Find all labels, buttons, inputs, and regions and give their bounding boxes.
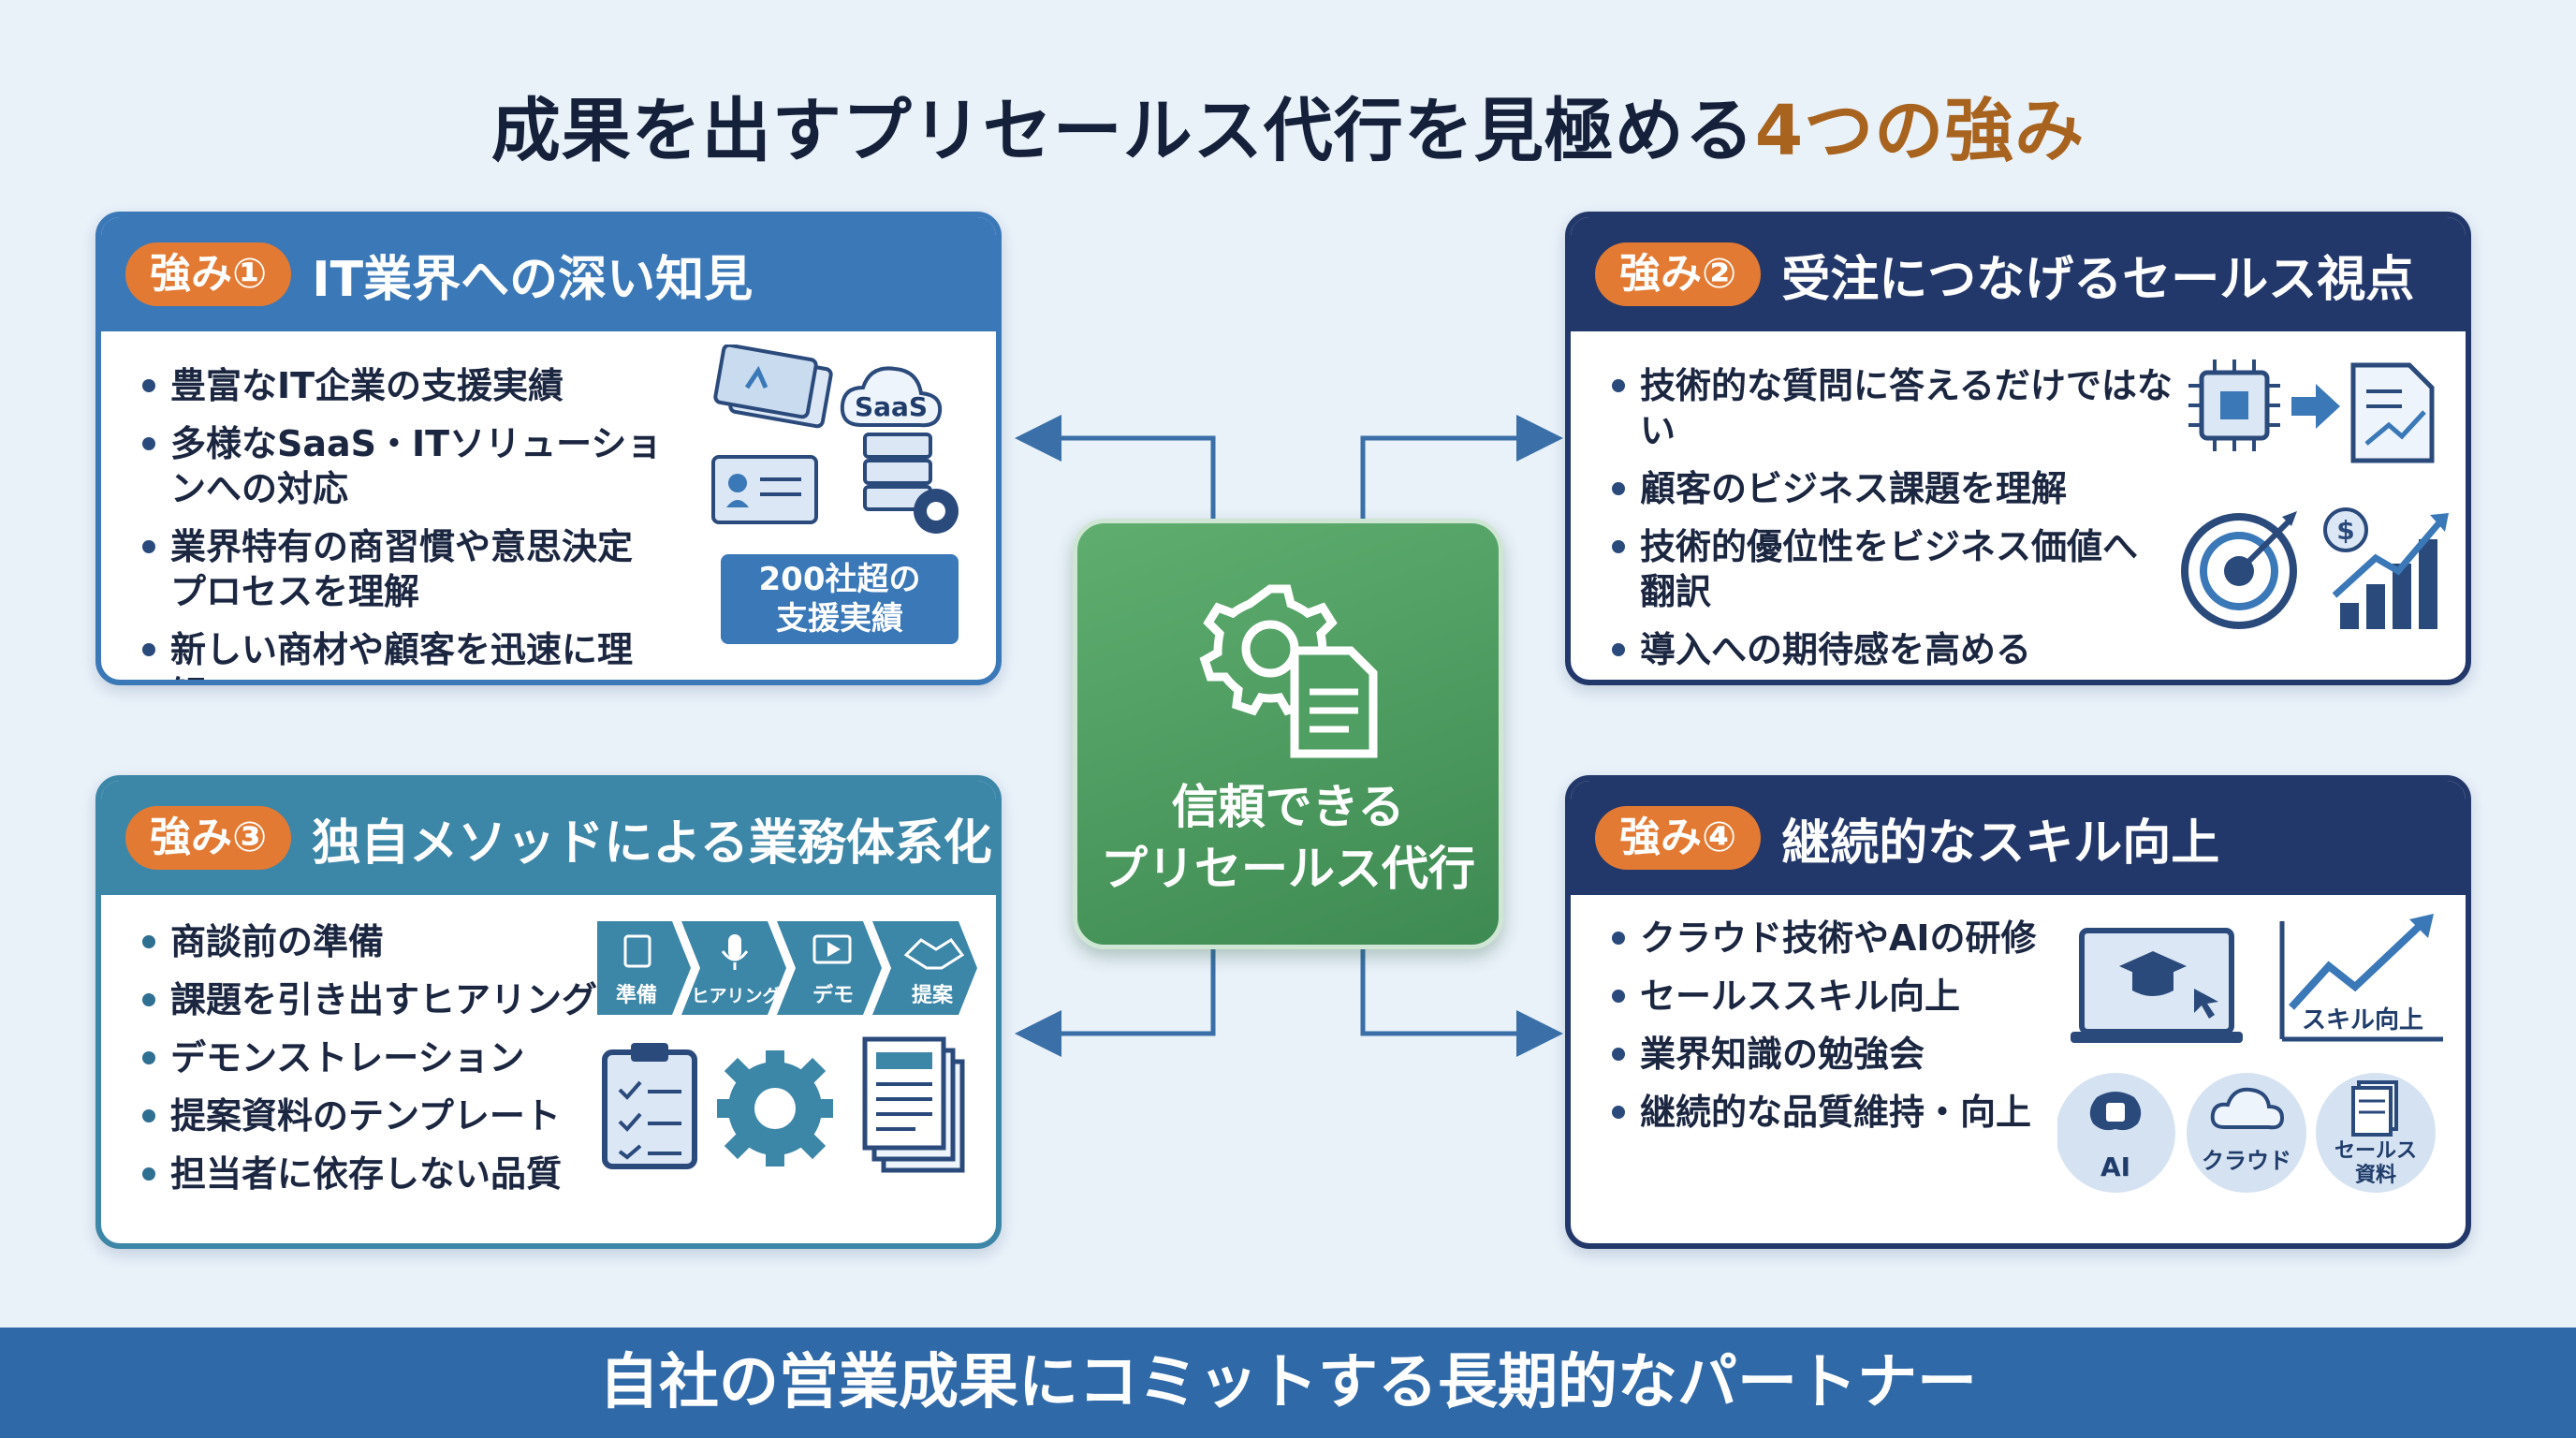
docs-label-2: 資料 <box>2355 1163 2396 1187</box>
item-list: 商談前の準備 課題を引き出すヒアリング デモンストレーション 提案資料のテンプレ… <box>142 919 666 1210</box>
target-icon <box>2181 511 2297 629</box>
document-stack-icon <box>713 345 833 429</box>
stat-box: 200社超の 支援実績 <box>721 554 959 644</box>
footer-banner: 自社の営業成果にコミットする長期的なパートナー <box>0 1328 2576 1438</box>
card-title: 継続的なスキル向上 <box>1781 814 2220 872</box>
list-item: 継続的な品質維持・向上 <box>1612 1090 2136 1135</box>
step-label: 提案 <box>912 983 954 1007</box>
item-list: 技術的な質問に答えるだけではない 顧客のビジネス課題を理解 技術的優位性をビジネ… <box>1612 363 2192 680</box>
center-label: 信頼できる プリセールス代行 <box>1077 776 1499 900</box>
center-hub: 信頼できる プリセールス代行 <box>1073 519 1503 949</box>
strength-card-4: 強み④ 継続的なスキル向上 クラウド技術やAIの研修 セールススキル向上 業界知… <box>1565 775 2471 1249</box>
handshake-icon <box>903 937 965 970</box>
card-body: 技術的な質問に答えるだけではない 顧客のビジネス課題を理解 技術的優位性をビジネ… <box>1571 331 2466 680</box>
step-label: デモ <box>812 983 854 1007</box>
microphone-icon <box>728 934 741 959</box>
center-line-1: 信頼できる <box>1171 780 1405 834</box>
card-header: 強み④ 継続的なスキル向上 <box>1571 781 2466 895</box>
card-body: クラウド技術やAIの研修 セールススキル向上 業界知識の勉強会 継続的な品質維持… <box>1571 895 2466 1243</box>
list-item: 新しい商材や顧客を迅速に理解 <box>142 627 666 680</box>
item-list: クラウド技術やAIの研修 セールススキル向上 業界知識の勉強会 継続的な品質維持… <box>1612 916 2136 1148</box>
card-header: 強み③ 独自メソッドによる業務体系化 <box>101 781 996 895</box>
chip-icon <box>2188 360 2280 451</box>
docs-label-1: セールス <box>2334 1139 2417 1163</box>
checklist-icon <box>623 934 651 968</box>
card-body: 豊富なIT企業の支援実績 多様なSaaS・ITソリューションへの対応 業界特有の… <box>101 331 996 680</box>
card-body: 商談前の準備 課題を引き出すヒアリング デモンストレーション 提案資料のテンプレ… <box>101 895 996 1243</box>
list-item: デモンストレーション <box>142 1035 666 1080</box>
list-item: 多様なSaaS・ITソリューションへの対応 <box>142 421 666 511</box>
arrow-to-card-4 <box>1360 949 1563 1057</box>
arrow-to-card-3 <box>1015 949 1216 1057</box>
rising-chart-icon: スキル向上 <box>2279 914 2443 1042</box>
list-item: 豊富なIT企業の支援実績 <box>142 363 666 408</box>
card-3-icons: 準備 ヒアリング デモ 提案 <box>597 921 977 1173</box>
strength-badge: 強み③ <box>125 806 292 870</box>
list-item: 導入への期待感を高める <box>1612 627 2192 672</box>
arrow-to-card-2 <box>1360 415 1563 519</box>
files-icon: セールス 資料 <box>2316 1073 2436 1193</box>
list-item: 担当者に依存しない品質 <box>142 1152 666 1196</box>
title-accent: 4つの強み <box>1754 91 2086 171</box>
saas-cloud-icon: SaaS <box>840 366 943 428</box>
list-item: 顧客のビジネス課題を理解 <box>1612 466 2192 511</box>
process-steps: 準備 ヒアリング デモ 提案 <box>597 921 977 1015</box>
title-main: 成果を出すプリセールス代行を見極める <box>490 91 1755 171</box>
saas-label: SaaS <box>855 391 928 422</box>
strength-card-2: 強み② 受注につなげるセールス視点 技術的な質問に答えるだけではない 顧客のビジ… <box>1565 212 2471 685</box>
id-card-icon <box>711 455 818 524</box>
chart-document-icon <box>2350 362 2435 463</box>
card-1-icons: SaaS <box>711 345 959 534</box>
page-title: 成果を出すプリセールス代行を見極める4つの強み <box>0 75 2576 175</box>
card-title: 受注につなげるセールス視点 <box>1781 251 2415 308</box>
list-item: 商談前の準備 <box>142 919 666 964</box>
card-title: IT業界への深い知見 <box>312 251 754 308</box>
list-item: クラウド技術やAIの研修 <box>1612 916 2136 961</box>
step-label: ヒアリング <box>691 985 780 1006</box>
arrow-right-icon <box>2291 384 2340 429</box>
list-item: 技術的な質問に答えるだけではない <box>1612 363 2192 453</box>
ai-label: AI <box>2100 1152 2130 1182</box>
card-2-icons: $ <box>2181 360 2449 629</box>
gear-document-icon <box>1199 584 1378 758</box>
list-item: 業界知識の勉強会 <box>1612 1032 2136 1077</box>
strength-card-1: 強み① IT業界への深い知見 豊富なIT企業の支援実績 多様なSaaS・ITソリ… <box>95 212 1002 685</box>
list-item: 提案資料のテンプレート <box>142 1093 666 1138</box>
strength-badge: 強み② <box>1595 242 1762 306</box>
skill-label: スキル向上 <box>2302 1005 2423 1034</box>
growth-chart-icon: $ <box>2323 507 2449 629</box>
svg-text:$: $ <box>2336 515 2354 546</box>
clipboard-icon <box>602 1043 697 1169</box>
card-4-icons: スキル向上 AI クラウド セールス 資料 <box>2057 914 2443 1193</box>
strength-badge: 強み① <box>125 242 292 306</box>
arrow-to-card-1 <box>1015 415 1216 519</box>
step-label: 準備 <box>616 983 657 1007</box>
stat-line-2: 支援実績 <box>776 600 903 638</box>
center-line-2: プリセールス代行 <box>1101 842 1475 896</box>
cloud-label: クラウド <box>2202 1148 2291 1174</box>
cloud-icon: クラウド <box>2187 1073 2306 1193</box>
strength-badge: 強み④ <box>1595 806 1762 870</box>
play-icon <box>812 934 852 964</box>
server-gear-icon <box>863 433 959 534</box>
gear-icon <box>717 1050 833 1167</box>
brain-icon: AI <box>2057 1073 2175 1193</box>
stat-line-1: 200社超の <box>758 561 921 598</box>
card-header: 強み① IT業界への深い知見 <box>101 217 996 331</box>
card-header: 強み② 受注につなげるセールス視点 <box>1571 217 2466 331</box>
strength-card-3: 強み③ 独自メソッドによる業務体系化 商談前の準備 課題を引き出すヒアリング デ… <box>95 775 1002 1249</box>
laptop-graduation-icon <box>2071 928 2243 1043</box>
card-title: 独自メソッドによる業務体系化 <box>312 814 992 872</box>
list-item: 技術的優位性をビジネス価値へ 翻訳 <box>1612 524 2192 614</box>
list-item: セールススキル向上 <box>1612 974 2136 1019</box>
item-list: 豊富なIT企業の支援実績 多様なSaaS・ITソリューションへの対応 業界特有の… <box>142 363 666 680</box>
list-item: 業界特有の商習慣や意思決定 プロセスを理解 <box>142 524 666 614</box>
list-item: 課題を引き出すヒアリング <box>142 977 666 1022</box>
documents-icon <box>862 1036 965 1173</box>
